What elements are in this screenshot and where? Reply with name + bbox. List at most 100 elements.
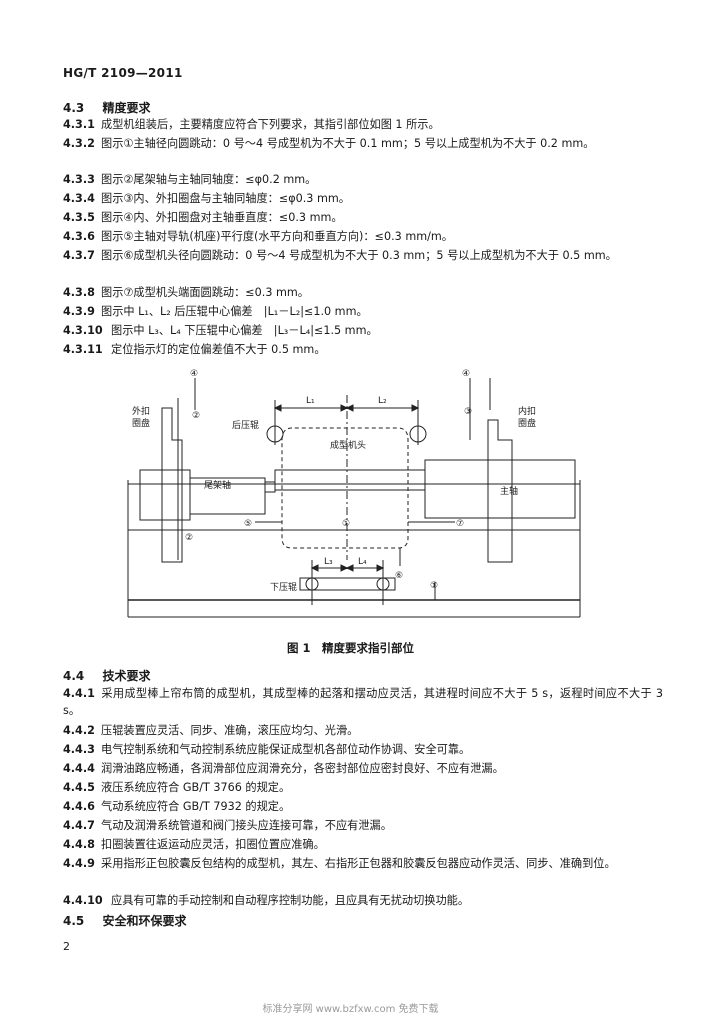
- label-inner-ring-2: 圈盘: [518, 417, 536, 429]
- clause-4-3-3: 4.3.3 图示②尾架轴与主轴同轴度：≤φ0.2 mm。: [63, 171, 663, 188]
- callout-5: ⑤: [244, 519, 252, 529]
- clause-4-4-2: 4.4.2 压辊装置应灵活、同步、准确，滚压应均匀、光滑。: [63, 722, 663, 739]
- clause-number: 4.4.4: [63, 762, 95, 775]
- clause-number: 4.4.1: [63, 687, 95, 700]
- clause-text: 图示⑤主轴对导轨(机座)平行度(水平方向和垂直方向)：≤0.3 mm/m。: [101, 230, 453, 243]
- clause-number: 4.3.6: [63, 230, 95, 243]
- section-number: 4.4: [63, 669, 85, 683]
- clause-number: 4.3.10: [63, 324, 103, 337]
- clause-text: 采用成型棒上帘布筒的成型机，其成型棒的起落和摆动应灵活，其进程时间应不大于 5 …: [63, 687, 663, 717]
- clause-4-3-9: 4.3.9 图示中 L₁、L₂ 后压辊中心偏差 |L₁－L₂|≤1.0 mm。: [63, 303, 663, 320]
- clause-number: 4.3.1: [63, 118, 95, 131]
- clause-number: 4.4.5: [63, 781, 95, 794]
- clause-text: 图示③内、外扣圈盘与主轴同轴度：≤φ0.3 mm。: [101, 192, 350, 205]
- clause-text: 成型机组装后，主要精度应符合下列要求，其指引部位如图 1 所示。: [101, 118, 440, 131]
- main-shaft: [424, 459, 576, 519]
- label-L1: L₁: [306, 396, 315, 406]
- label-L3: L₃: [324, 557, 333, 567]
- section-4-5-heading: 4.5 安全和环保要求: [63, 912, 186, 929]
- label-forming-head: 成型机头: [330, 439, 366, 451]
- clause-number: 4.3.2: [63, 137, 95, 150]
- figure-caption: 图 1 精度要求指引部位: [286, 641, 414, 655]
- clause-text: 定位指示灯的定位偏差值不大于 0.5 mm。: [111, 343, 326, 356]
- page-number: 2: [63, 940, 70, 953]
- label-main-shaft: 主轴: [500, 485, 518, 497]
- forming-head-outline: [281, 427, 409, 549]
- clause-number: 4.4.3: [63, 743, 95, 756]
- callout-2-top: ②: [192, 411, 200, 421]
- label-L2: L₂: [378, 396, 387, 406]
- clause-text: 扣圈装置往返运动应灵活，扣圈位置应准确。: [101, 838, 325, 851]
- clause-4-3-4: 4.3.4 图示③内、外扣圈盘与主轴同轴度：≤φ0.3 mm。: [63, 190, 663, 207]
- label-rear-roller: 后压辊: [232, 419, 259, 431]
- dim-arrows-bottom: [310, 564, 385, 572]
- section-4-4-heading: 4.4 技术要求: [63, 667, 150, 684]
- document-header: HG/T 2109—2011: [63, 66, 183, 80]
- lower-roller-right: [376, 577, 390, 591]
- lower-roller-frame: [299, 577, 396, 591]
- section-title: 精度要求: [102, 101, 151, 115]
- clause-text: 液压系统应符合 GB/T 3766 的规定。: [101, 781, 291, 794]
- clause-4-4-7: 4.4.7 气动及润滑系统管道和阀门接头应连接可靠，不应有泄漏。: [63, 817, 663, 834]
- clause-text: 压辊装置应灵活、同步、准确，滚压应均匀、光滑。: [101, 724, 359, 737]
- label-L4: L₄: [358, 557, 367, 567]
- tail-shaft: [189, 477, 266, 515]
- clause-4-4-10: 4.4.10 应具有可靠的手动控制和自动程序控制功能，且应具有无扰动切换功能。: [63, 892, 663, 909]
- section-number: 4.5: [63, 914, 85, 928]
- clause-text: 图示中 L₃、L₄ 下压辊中心偏差 |L₃－L₄|≤1.5 mm。: [111, 324, 378, 337]
- clause-text: 应具有可靠的手动控制和自动程序控制功能，且应具有无扰动切换功能。: [111, 894, 470, 907]
- section-title: 技术要求: [102, 669, 151, 683]
- callout-1: ①: [430, 581, 438, 591]
- section-title: 安全和环保要求: [102, 914, 187, 928]
- clause-number: 4.4.10: [63, 894, 103, 907]
- clause-text: 电气控制系统和气动控制系统应能保证成型机各部位动作协调、安全可靠。: [101, 743, 471, 756]
- clause-text: 润滑油路应畅通，各润滑部位应润滑充分，各密封部位应密封良好、不应有泄漏。: [101, 762, 504, 775]
- clause-number: 4.3.4: [63, 192, 95, 205]
- section-4-3-heading: 4.3 精度要求: [63, 99, 150, 116]
- clause-text: 图示⑥成型机头径向圆跳动：0 号～4 号成型机为不大于 0.3 mm；5 号以上…: [101, 249, 617, 262]
- callout-7: ⑦: [456, 519, 464, 529]
- clause-text: 气动系统应符合 GB/T 7932 的规定。: [101, 800, 291, 813]
- clause-number: 4.4.8: [63, 838, 95, 851]
- callout-6: ⑥: [395, 571, 403, 581]
- clause-number: 4.4.2: [63, 724, 95, 737]
- dim-arrows-top: [273, 404, 420, 412]
- clause-4-4-8: 4.4.8 扣圈装置往返运动应灵活，扣圈位置应准确。: [63, 836, 663, 853]
- clause-4-3-1: 4.3.1 成型机组装后，主要精度应符合下列要求，其指引部位如图 1 所示。: [63, 116, 663, 133]
- clause-text: 图示④内、外扣圈盘对主轴垂直度：≤0.3 mm。: [101, 211, 343, 224]
- label-outer-ring-1: 外扣: [132, 405, 150, 417]
- clause-4-3-11: 4.3.11 定位指示灯的定位偏差值不大于 0.5 mm。: [63, 341, 663, 358]
- clause-text: 图示⑦成型机头端面圆跳动：≤0.3 mm。: [101, 286, 309, 299]
- clause-number: 4.3.9: [63, 305, 95, 318]
- clause-text: 图示②尾架轴与主轴同轴度：≤φ0.2 mm。: [101, 173, 317, 186]
- clause-4-3-5: 4.3.5 图示④内、外扣圈盘对主轴垂直度：≤0.3 mm。: [63, 209, 663, 226]
- inner-ring-disk: [487, 419, 513, 563]
- clause-4-3-2: 4.3.2 图示①主轴径向圆跳动：0 号～4 号成型机为不大于 0.1 mm；5 …: [63, 135, 663, 152]
- lower-roller-left: [305, 577, 319, 591]
- clause-text: 气动及润滑系统管道和阀门接头应连接可靠，不应有泄漏。: [101, 819, 392, 832]
- clause-text: 图示①主轴径向圆跳动：0 号～4 号成型机为不大于 0.1 mm；5 号以上成型…: [101, 137, 595, 150]
- clause-number: 4.4.9: [63, 857, 95, 870]
- watermark: 标准分享网 www.bzfxw.com 免费下载: [262, 1004, 439, 1015]
- figure-1-drawing: 外扣 圈盘 内扣 圈盘 后压辊 成型机头 尾架轴 主轴 下压辊 L₁ L₂ L₃…: [127, 369, 581, 618]
- callout-4-left: ④: [190, 369, 198, 379]
- callout-4-right: ④: [462, 369, 470, 379]
- clause-text: 图示中 L₁、L₂ 后压辊中心偏差 |L₁－L₂|≤1.0 mm。: [101, 305, 368, 318]
- label-tail-shaft: 尾架轴: [204, 479, 231, 491]
- clause-number: 4.3.5: [63, 211, 95, 224]
- label-outer-ring-2: 圈盘: [132, 417, 150, 429]
- clause-4-3-10: 4.3.10 图示中 L₃、L₄ 下压辊中心偏差 |L₃－L₄|≤1.5 mm。: [63, 322, 663, 339]
- outer-ring-disk: [161, 407, 183, 563]
- clause-4-3-6: 4.3.6 图示⑤主轴对导轨(机座)平行度(水平方向和垂直方向)：≤0.3 mm/…: [63, 228, 663, 245]
- clause-number: 4.3.3: [63, 173, 95, 186]
- callout-3: ③: [464, 407, 472, 417]
- clause-4-4-3: 4.4.3 电气控制系统和气动控制系统应能保证成型机各部位动作协调、安全可靠。: [63, 741, 663, 758]
- head-drum: [274, 469, 426, 491]
- clause-number: 4.3.11: [63, 343, 103, 356]
- clause-number: 4.4.7: [63, 819, 95, 832]
- clause-4-4-5: 4.4.5 液压系统应符合 GB/T 3766 的规定。: [63, 779, 663, 796]
